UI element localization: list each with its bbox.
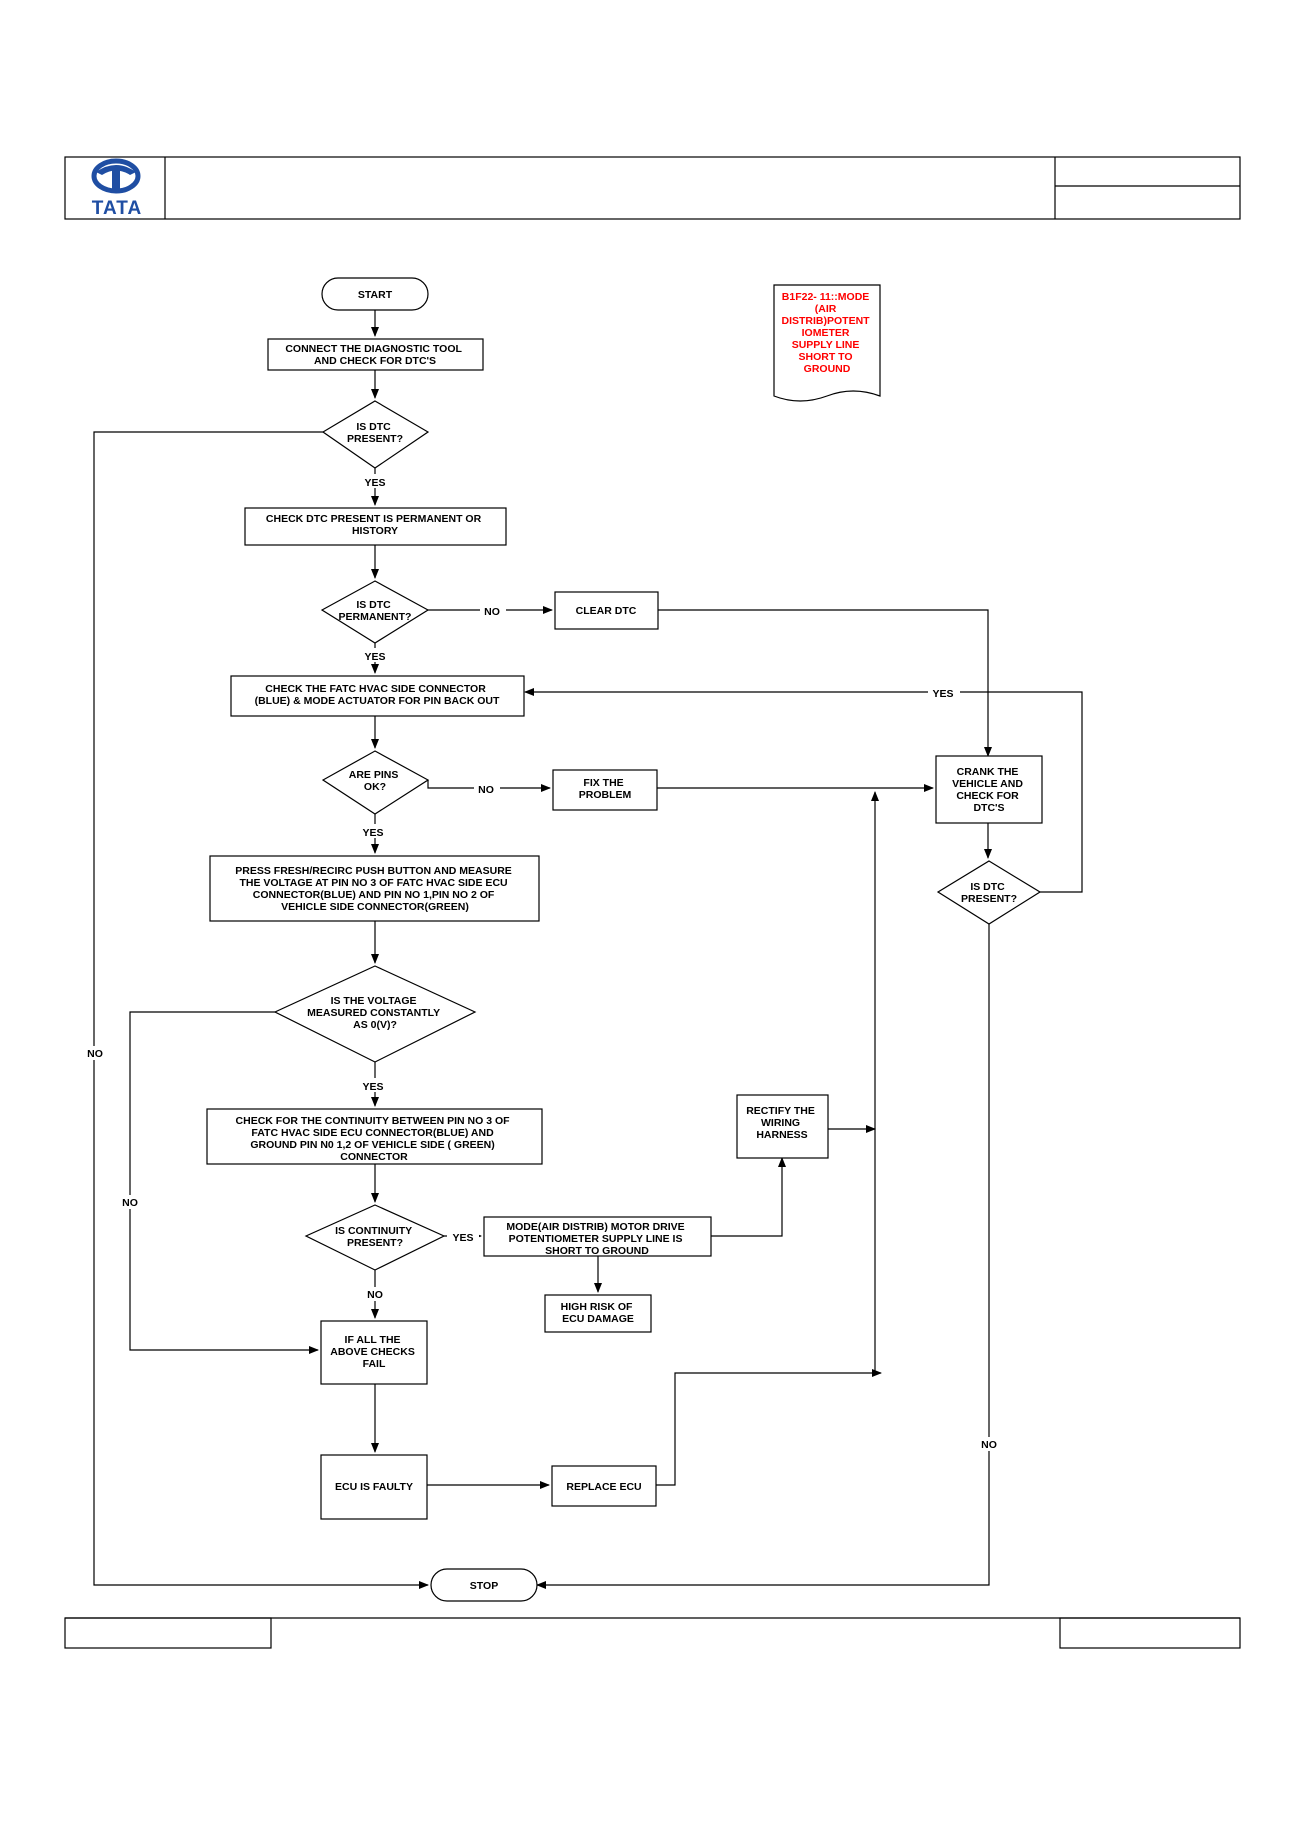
tata-emblem-icon xyxy=(91,158,141,194)
fix-problem-box: FIX THE PROBLEM xyxy=(552,769,658,811)
press-button-box: PRESS FRESH/RECIRC PUSH BUTTON AND MEASU… xyxy=(209,855,540,922)
svg-text:RECTIFY THE WIRING: RECTIFY THE WIRING HARNESS xyxy=(746,1105,818,1141)
svg-text:IF ALL THE ABOVE CHECKS: IF ALL THE ABOVE CHECKS FAIL xyxy=(330,1334,418,1370)
edge-motor-rectify xyxy=(711,1157,786,1237)
svg-text:CLEAR DTC: CLEAR DTC xyxy=(576,605,637,617)
svg-text:IS DTC PRESENT?: IS DTC PRESENT? xyxy=(347,421,403,445)
label-yes: YES xyxy=(932,688,953,700)
label-yes: YES xyxy=(364,477,385,489)
edge-voltage-no-ifall xyxy=(129,1011,319,1354)
label-no: NO xyxy=(367,1289,383,1301)
stop-node: STOP xyxy=(430,1568,538,1602)
svg-text:IS DTC PRESENT?: IS DTC PRESENT? xyxy=(961,881,1017,905)
svg-text:STOP: STOP xyxy=(470,1580,498,1592)
connectors xyxy=(93,310,1083,1589)
is-voltage-decision: IS THE VOLTAGE MEASURED CONSTANTLY AS 0(… xyxy=(273,965,477,1063)
is-dtc-present-decision: IS DTC PRESENT? xyxy=(321,400,430,469)
svg-text:CRANK THE VEHICLE AND: CRANK THE VEHICLE AND CHECK FOR DTC'S xyxy=(952,766,1026,814)
check-connector-box: CHECK THE FATC HVAC SIDE CONNECTOR (BLUE… xyxy=(230,675,525,717)
if-all-checks-fail-box: IF ALL THE ABOVE CHECKS FAIL xyxy=(320,1320,428,1385)
svg-text:FIX THE PROBLEM: FIX THE PROBLEM xyxy=(579,777,632,801)
dtc-note-text: B1F22- 11::MODE (AIR DISTRIB)POTENT IOME… xyxy=(781,291,872,375)
high-risk-box: HIGH RISK OF ECU DAMAGE xyxy=(544,1294,652,1333)
label-no: NO xyxy=(122,1197,138,1209)
crank-vehicle-box: CRANK THE VEHICLE AND CHECK FOR DTC'S xyxy=(935,755,1043,824)
label-no: NO xyxy=(87,1048,103,1060)
svg-text:START: START xyxy=(358,289,393,301)
is-dtc-permanent-decision: IS DTC PERMANENT? xyxy=(320,580,430,644)
label-yes: YES xyxy=(362,827,383,839)
label-yes: YES xyxy=(362,1081,383,1093)
edge-replace-trunk xyxy=(656,1369,882,1486)
edge-labels: YES YES YES YES YES YES NO NO NO NO NO N… xyxy=(84,474,1003,1451)
label-yes: YES xyxy=(452,1232,473,1244)
svg-text:CONNECT THE DIAGNOSTIC TOOL: CONNECT THE DIAGNOSTIC TOOL AND CHECK FO… xyxy=(285,343,464,367)
label-no: NO xyxy=(981,1439,997,1451)
svg-text:CHECK THE FATC HVAC SIDE CONNE: CHECK THE FATC HVAC SIDE CONNECTOR (BLUE… xyxy=(255,683,500,707)
is-continuity-decision: IS CONTINUITY PRESENT? xyxy=(304,1204,446,1271)
ecu-faulty-box: ECU IS FAULTY xyxy=(320,1454,428,1520)
edge-clear-crank xyxy=(658,609,992,757)
edge-yes-loop-back xyxy=(524,688,1083,893)
edge-isdtc2-no-stop xyxy=(536,924,990,1589)
start-node: START xyxy=(321,277,429,311)
label-no: NO xyxy=(484,606,500,618)
clear-dtc-box: CLEAR DTC xyxy=(554,591,659,630)
svg-text:MODE(AIR DISTRIB) MOTOR DRIVE: MODE(AIR DISTRIB) MOTOR DRIVE POTENTIOME… xyxy=(506,1221,687,1257)
svg-text:IS DTC PERMANENT?: IS DTC PERMANENT? xyxy=(339,599,412,623)
svg-text:PRESS FRESH/RECIRC PUSH BUTTON: PRESS FRESH/RECIRC PUSH BUTTON AND MEASU… xyxy=(235,865,514,913)
motor-drive-box: MODE(AIR DISTRIB) MOTOR DRIVE POTENTIOME… xyxy=(483,1216,712,1257)
edge-isdtc-no-stop xyxy=(93,431,429,1589)
svg-text:ECU IS FAULTY: ECU IS FAULTY xyxy=(335,1481,413,1493)
logo-text: TATA xyxy=(92,198,142,219)
svg-text:HIGH RISK OF ECU DAMAGE: HIGH RISK OF ECU DAMAGE xyxy=(561,1301,636,1325)
edge-pins-fix xyxy=(427,780,551,792)
tata-logo: TATA xyxy=(91,158,142,219)
rectify-harness-box: RECTIFY THE WIRING HARNESS xyxy=(736,1094,829,1159)
replace-ecu-box: REPLACE ECU xyxy=(551,1465,657,1507)
svg-text:IS CONTINUITY PRESENT?: IS CONTINUITY PRESENT? xyxy=(335,1225,415,1249)
svg-text:ARE PINS OK?: ARE PINS OK? xyxy=(349,769,402,793)
check-continuity-box: CHECK FOR THE CONTINUITY BETWEEN PIN NO … xyxy=(206,1108,543,1165)
label-yes: YES xyxy=(364,651,385,663)
svg-text:IS THE VOLTAGE MEASURED: IS THE VOLTAGE MEASURED CONSTANTLY AS 0(… xyxy=(307,995,443,1031)
header-frame xyxy=(64,156,1241,220)
label-no: NO xyxy=(478,784,494,796)
svg-text:CHECK FOR THE CONTINUITY BETWE: CHECK FOR THE CONTINUITY BETWEEN PIN NO … xyxy=(236,1115,513,1163)
svg-text:REPLACE ECU: REPLACE ECU xyxy=(566,1481,641,1493)
svg-text:CHECK DTC PRESENT IS PERMANEN: CHECK DTC PRESENT IS PERMANENT OR HISTOR… xyxy=(266,513,484,537)
are-pins-ok-decision: ARE PINS OK? xyxy=(321,750,430,815)
connect-tool-box: CONNECT THE DIAGNOSTIC TOOL AND CHECK FO… xyxy=(267,338,484,371)
dtc-note: B1F22- 11::MODE (AIR DISTRIB)POTENT IOME… xyxy=(773,284,881,402)
check-permanent-box: CHECK DTC PRESENT IS PERMANENT OR HISTOR… xyxy=(244,507,507,546)
footer-frame xyxy=(64,1617,1241,1649)
is-dtc-present2-decision: IS DTC PRESENT? xyxy=(936,860,1042,925)
